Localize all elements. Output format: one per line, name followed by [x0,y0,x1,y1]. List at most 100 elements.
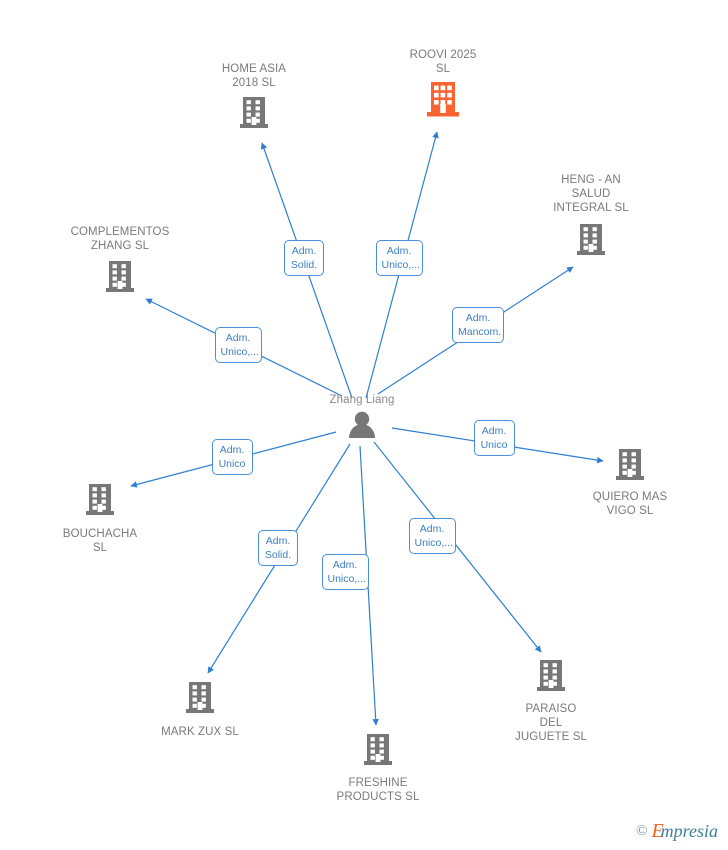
building-window [592,245,597,250]
building-window [622,464,627,469]
building-window [255,106,260,111]
node-label-home-asia-2018-sl[interactable]: HOME ASIA 2018 SL [221,63,287,89]
building-icon [86,484,114,515]
building-icon [537,660,565,691]
building-window [121,276,126,281]
node-label-paraiso-del-juguete-sl[interactable]: PARAISO DEL JUGUETE SL [515,703,587,743]
building-window [201,685,206,690]
brand-initial: E [651,820,664,842]
person-body [349,424,375,438]
building-window [552,663,557,668]
building-window [583,245,588,250]
building-base [86,511,114,515]
building-window [112,282,117,287]
edge-label-paraiso-del-juguete-sl[interactable]: Adm. Unico,... [408,518,456,554]
building-door [588,244,594,252]
building-window [447,92,452,98]
node-label-roovi-2025-sl[interactable]: ROOVI 2025 SL [409,49,477,75]
building-icon [577,224,605,255]
building-window [622,458,627,463]
building-door [548,680,554,688]
edge-label-mark-zux-sl[interactable]: Adm. Solid. [258,530,298,566]
edge-label-heng-an-salud-integral-sl[interactable]: Adm. Mancom. [452,307,504,343]
edge-label-home-asia-2018-sl[interactable]: Adm. Solid. [284,240,324,276]
edge-line-paraiso-del-juguete-sl [373,441,542,653]
node-icons-group [86,82,644,765]
edge-label-quiero-mas-vigo-sl[interactable]: Adm. Unico [473,420,515,456]
building-window [201,691,206,696]
building-icon [106,261,134,292]
building-window [622,470,627,475]
building-window [246,106,251,111]
building-window [552,675,557,680]
building-window [440,85,446,91]
building-window [121,270,126,275]
building-window [92,505,97,510]
building-base [240,124,268,128]
building-window [246,112,251,117]
node-label-mark-zux-sl[interactable]: MARK ZUX SL [161,726,239,738]
building-window [370,737,375,742]
building-window [434,100,439,105]
building-window [192,697,197,702]
building-icon [616,449,644,480]
building-window [592,233,597,238]
building-window [92,487,97,492]
edge-label-freshine-products-sl[interactable]: Adm. Unico,... [321,554,369,590]
building-window [583,239,588,244]
building-window [447,85,452,91]
building-door [117,281,123,289]
building-window [246,100,251,105]
building-door [375,754,381,762]
building-window [631,470,636,475]
node-label-heng-an-salud-integral-sl[interactable]: HENG - AN SALUD INTEGRAL SL [553,174,629,214]
edge-label-complementos-zhang-sl[interactable]: Adm. Unico,... [214,327,262,363]
building-window [192,691,197,696]
person-icon [349,411,375,438]
node-label-quiero-mas-vigo-sl[interactable]: QUIERO MAS VIGO SL [592,491,668,517]
building-base [106,288,134,292]
building-door [97,504,103,512]
node-label-zhang-liang[interactable]: Zhang Liang [329,394,395,406]
node-label-bouchacha-sl[interactable]: BOUCHACHA SL [62,528,138,554]
building-base [186,709,214,713]
building-window [379,749,384,754]
building-window [543,663,548,668]
building-window [192,703,197,708]
building-icon-highlighted [427,82,459,117]
building-window [121,264,126,269]
building-base [577,251,605,255]
building-window [101,499,106,504]
building-window [543,669,548,674]
building-window [543,675,548,680]
building-window [592,239,597,244]
node-label-complementos-zhang-sl[interactable]: COMPLEMENTOS ZHANG SL [70,226,170,252]
building-window [592,227,597,232]
node-label-freshine-products-sl[interactable]: FRESHINE PRODUCTS SL [336,777,420,803]
building-base [427,112,459,117]
building-icon [186,682,214,713]
building-window [434,92,439,98]
building-window [440,100,446,105]
building-window [255,100,260,105]
building-window [112,264,117,269]
building-window [192,685,197,690]
building-window [101,505,106,510]
building-base [537,687,565,691]
building-window [543,681,548,686]
building-window [201,703,206,708]
building-window [255,112,260,117]
edge-label-bouchacha-sl[interactable]: Adm. Unico [211,439,253,475]
building-window [112,276,117,281]
building-window [121,282,126,287]
building-window [255,118,260,123]
building-window [583,233,588,238]
edge-label-roovi-2025-sl[interactable]: Adm. Unico,... [375,240,423,276]
building-window [552,681,557,686]
building-icon [240,97,268,128]
building-icon [364,734,392,765]
building-window [370,755,375,760]
copyright-icon: © [636,823,648,839]
building-window [583,227,588,232]
